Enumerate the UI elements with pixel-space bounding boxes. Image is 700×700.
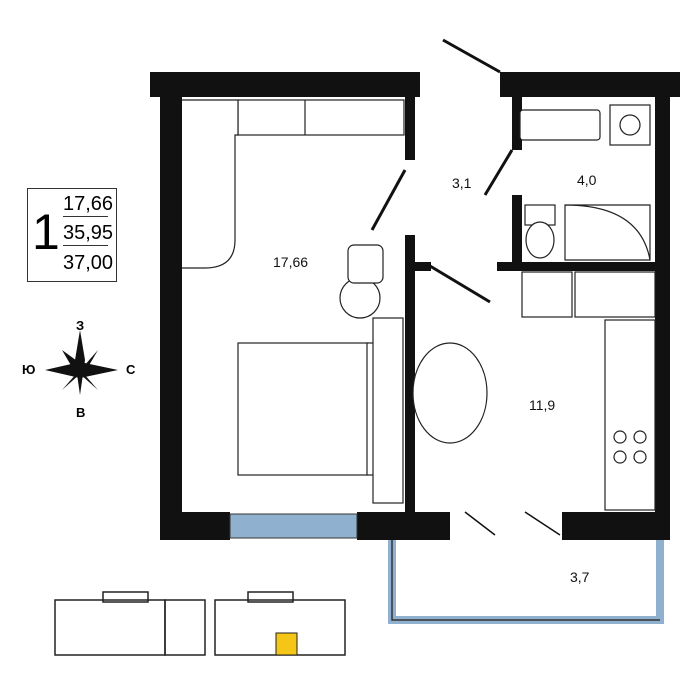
bathroom-area: 4,0 [577, 172, 597, 188]
apartment-summary: 1 [27, 188, 117, 282]
balcony [388, 540, 664, 624]
furniture [182, 99, 656, 511]
window [229, 513, 358, 539]
doors [370, 38, 561, 536]
kitchen-area: 11,9 [529, 397, 556, 413]
balcony-area: 3,7 [570, 569, 590, 585]
total-area-with-balcony: 37,00 [63, 252, 114, 274]
compass-rose-icon [45, 330, 118, 395]
apartment-highlight [275, 632, 298, 656]
compass-bottom: В [76, 405, 86, 420]
compass-top: З [76, 318, 85, 333]
compass-left: Ю [22, 362, 36, 377]
living-area: 17,66 [63, 193, 114, 217]
walls [150, 72, 680, 540]
hall-area: 3,1 [452, 175, 472, 191]
total-area: 35,95 [63, 222, 114, 246]
building-key-plan [54, 591, 346, 656]
room-count: 1 [32, 204, 60, 260]
compass-right: С [126, 362, 136, 377]
bedroom-area: 17,66 [273, 254, 309, 270]
